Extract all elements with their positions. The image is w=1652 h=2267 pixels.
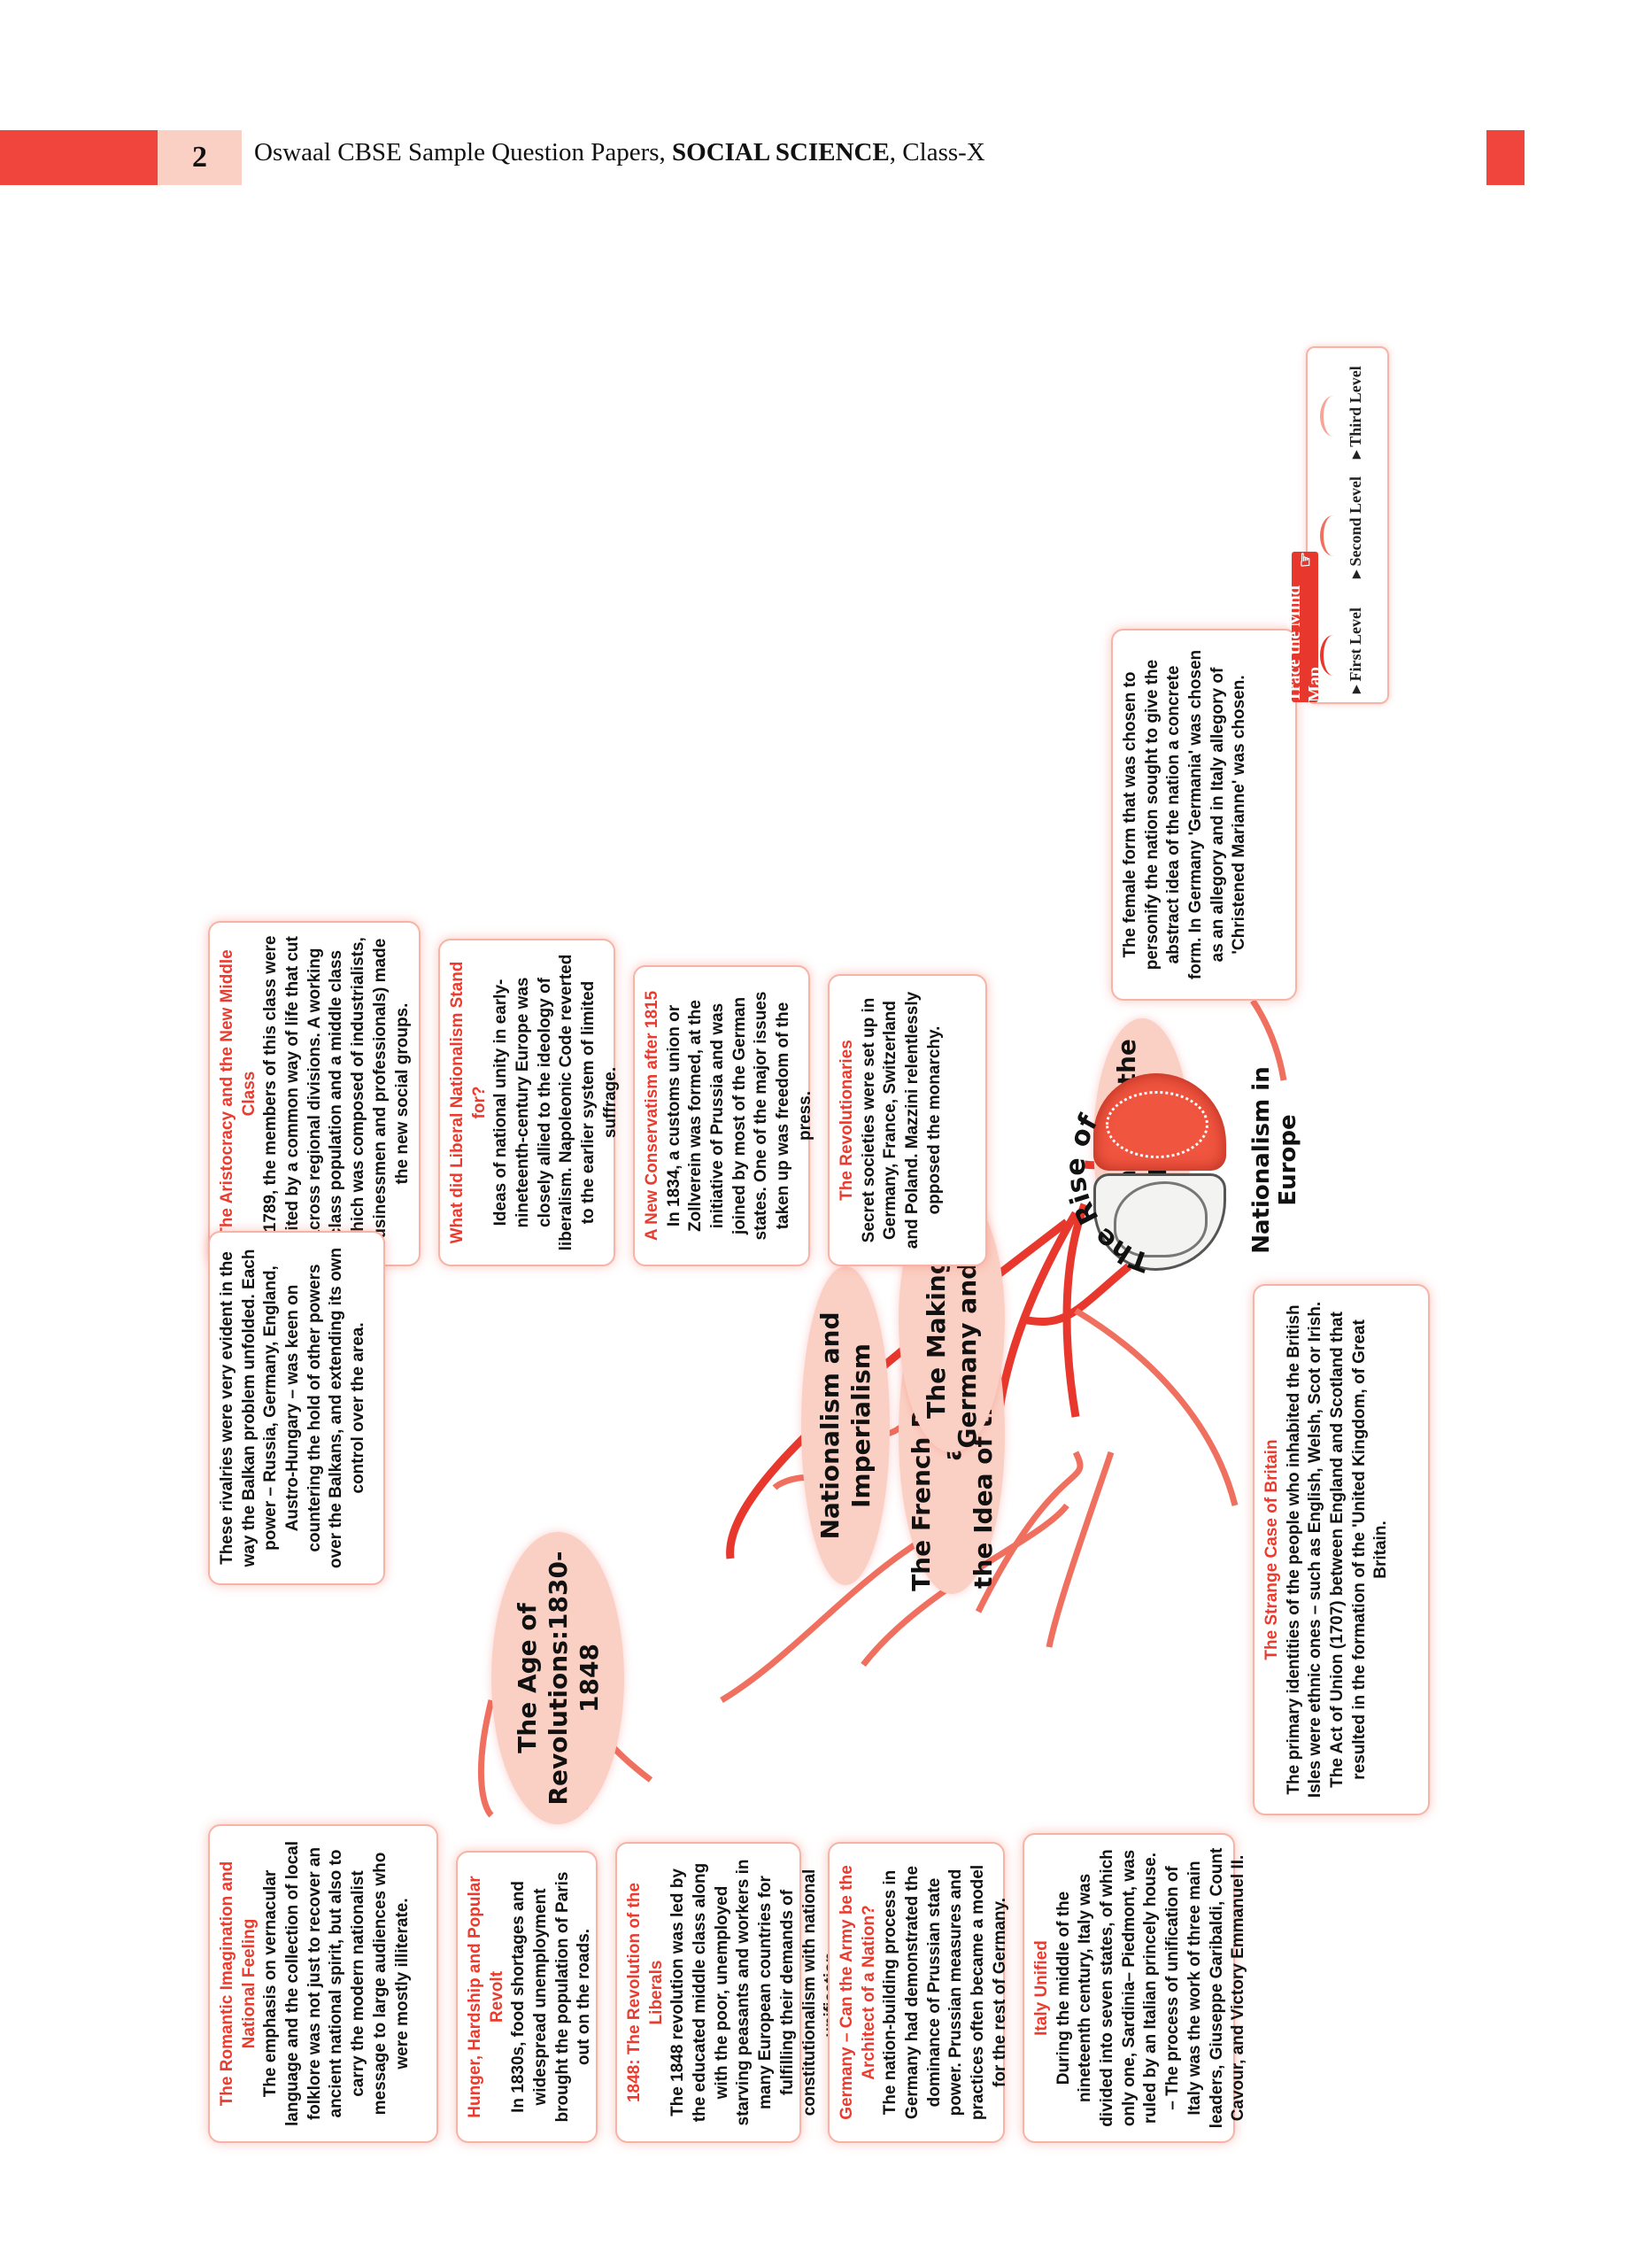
central-title-line2: Nationalism in Europe [1248,1066,1301,1254]
note-italy-unified: Italy Unified During the middle of the n… [1023,1833,1247,2143]
legend-second-level: ▸ Second Level [1347,476,1364,578]
note-title: The Strange Case of Britain [1262,1439,1281,1660]
header-accent-left [0,130,158,185]
note-title: Italy Unified [1032,1940,1051,2036]
second-level-arc [1320,515,1347,556]
note-body: In 1789, the members of this class were … [261,935,412,1252]
page-header: Oswaal CBSE Sample Question Papers, SOCI… [254,138,985,167]
central-title-line1: The Rise of [1067,1109,1154,1275]
note-body: These rivalries were very evident in the… [218,1247,368,1569]
note-title: A New Conservatism after 1815 [643,990,661,1242]
note-title: 1848: The Revolution of the Liberals [625,1882,666,2103]
topic-age-of-revolutions: The Age of Revolutions:1830-1848 [491,1532,624,1824]
note-revolutionaries: The Revolutionaries Secret societies wer… [828,974,987,1266]
note-aristocracy-middle-class: The Aristocracy and the New Middle Class… [208,921,421,1266]
header-accent-right [1486,130,1525,185]
note-title: The Revolutionaries [838,1040,856,1201]
note-body: The primary identities of the people who… [1284,1301,1391,1799]
legend-title: Trace the Mind Map ☞ [1285,552,1324,702]
link-center-germany [1022,1263,1131,1326]
note-body: Ideas of national unity in early-ninetee… [491,954,620,1251]
note-hunger-hardship: Hunger, Hardship and Popular Revolt In 1… [456,1851,598,2143]
note-female-allegory: The female form that was chosen to perso… [1111,629,1297,1001]
note-title: What did Liberal Nationalism Stand for? [448,961,489,1244]
link-germany-britain [1074,1307,1239,1506]
legend-third-level: ▸ Third Level [1347,366,1364,459]
note-body: The nation-building process in Germany h… [881,1864,1009,2121]
class-label: , Class-X [889,138,985,166]
link-center-revolutions [726,1219,1069,1559]
link-french-revolutionaries [1046,1451,1115,1648]
subject-name: SOCIAL SCIENCE [672,138,890,166]
note-liberal-nationalism: What did Liberal Nationalism Stand for? … [438,939,620,1266]
central-title: The Rise of [1067,1109,1154,1275]
note-strange-case-britain: The Strange Case of Britain The primary … [1253,1284,1430,1815]
book-title: Oswaal CBSE Sample Question Papers, [254,138,673,166]
third-level-arc [1320,396,1347,437]
note-balkan-rivalries: These rivalries were very evident in the… [208,1231,385,1585]
link-revolutions-romantic [477,1699,495,1818]
note-germany-army: Germany – Can the Army be the Architect … [828,1842,1009,2143]
topic-nationalism-imperialism: Nationalism and Imperialism [801,1266,890,1585]
note-body: The 1848 revolution was led by the educa… [668,1859,840,2126]
note-title: The Romantic Imagination and National Fe… [218,1861,259,2107]
legend-third-level-text: Third Level [1347,366,1364,447]
note-body: During the middle of the nineteenth cent… [1054,1847,1248,2129]
legend-first-level: ▸ First Level [1347,607,1364,693]
note-title: Germany – Can the Army be the Architect … [838,1865,878,2120]
legend: Trace the Mind Map ☞ ▸ First Level ▸ Seco… [1285,346,1389,704]
legend-first-level-text: First Level [1347,607,1364,682]
legend-title-text: Trace the Mind Map [1285,585,1324,702]
legend-second-level-text: Second Level [1347,476,1364,567]
central-title-line1-text: The Rise of [1067,1109,1154,1275]
pointer-hand-icon: ☞ [1295,552,1316,568]
note-new-conservatism: A New Conservatism after 1815 In 1834, a… [633,965,814,1266]
note-title: Hunger, Hardship and Popular Revolt [466,1876,506,2118]
note-romantic-imagination: The Romantic Imagination and National Fe… [208,1824,438,2143]
link-visualising-female [1250,999,1287,1081]
mind-map: The French Revolution and the Idea of th… [190,213,1447,2161]
central-topic: The Rise of Nationalism in Europe [1067,1063,1301,1275]
note-body: The female form that was chosen to perso… [1121,649,1249,980]
note-body: In 1830s, food shortages and widespread … [509,1871,594,2123]
page-number: 2 [158,130,242,185]
note-title: The Aristocracy and the New Middle Class [218,949,259,1238]
note-body: In 1834, a customs union or Zollverein w… [664,991,814,1241]
first-level-arc [1320,635,1347,676]
note-revolution-liberals: 1848: The Revolution of the Liberals The… [615,1842,840,2143]
topic-label: Nationalism and Imperialism [815,1311,876,1540]
note-body: Secret societies were set up in Germany,… [859,991,944,1250]
topic-label: The Age of Revolutions:1830-1848 [512,1551,604,1806]
link-french-conservatism [975,1451,1084,1613]
note-body: The emphasis on vernacular language and … [261,1841,412,2126]
